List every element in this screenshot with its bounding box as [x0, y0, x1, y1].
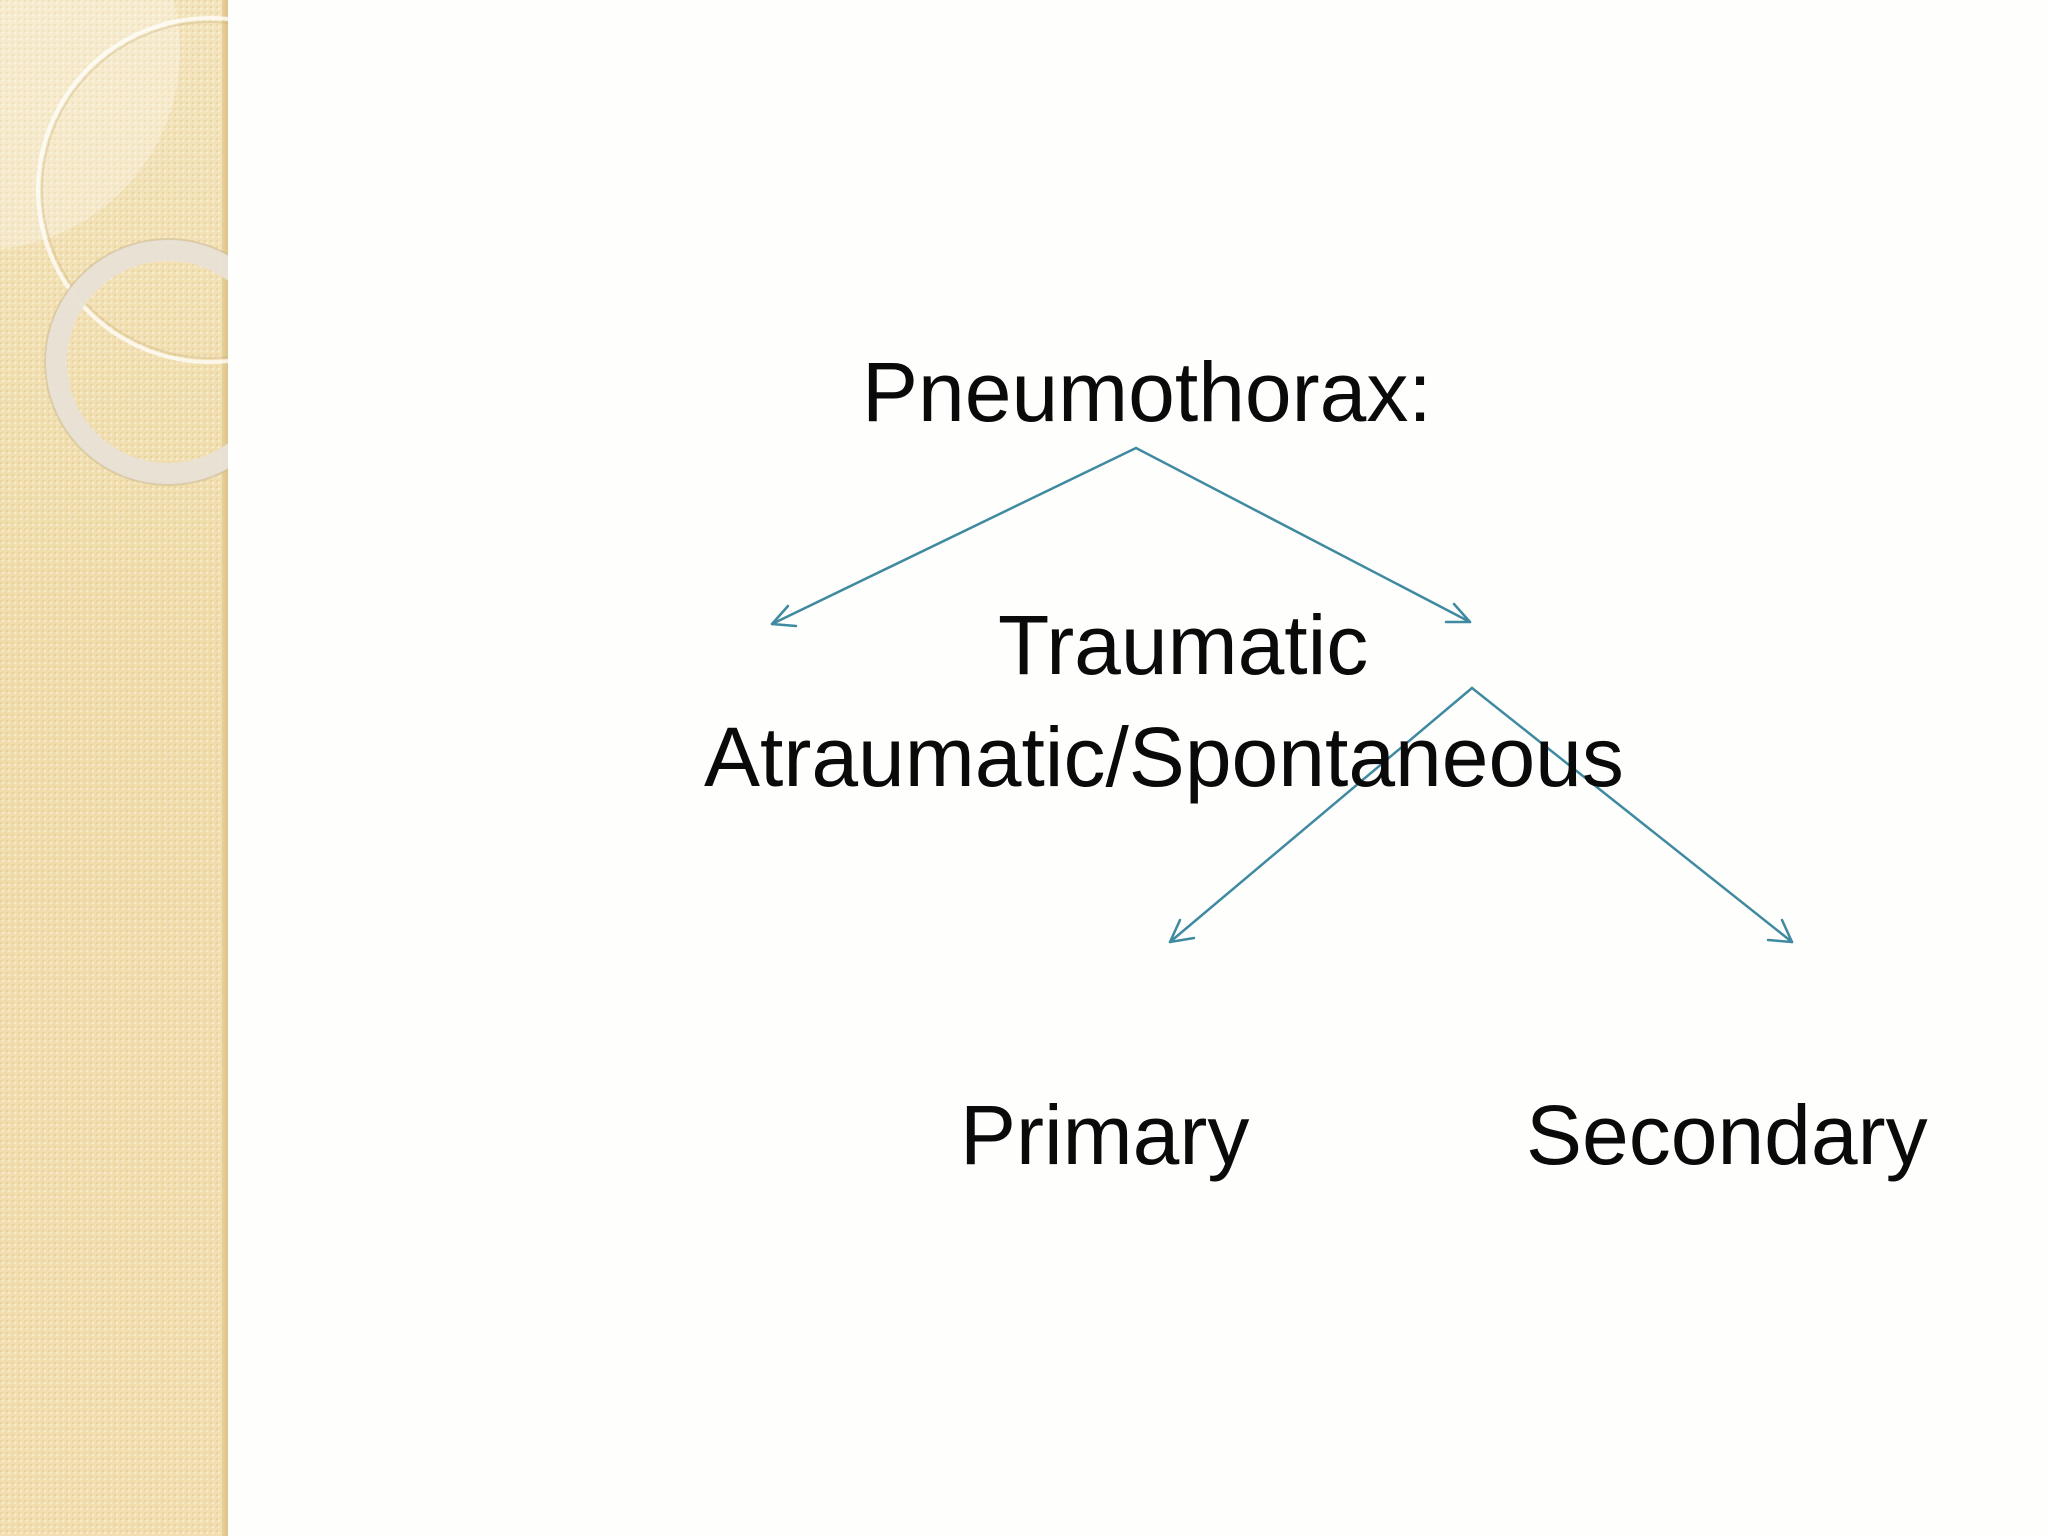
thin-ring-shadow — [41, 21, 228, 359]
arrowhead-primary-icon — [1168, 918, 1196, 944]
node-traumatic: Traumatic — [998, 598, 1369, 692]
arrow-root-to-right — [1134, 446, 1472, 624]
sidebar-edge — [222, 0, 228, 1536]
arrow-to-primary — [1168, 686, 1474, 944]
soft-circle-shape — [0, 0, 180, 249]
arrowhead-secondary-icon — [1766, 918, 1794, 944]
decorative-rings — [0, 0, 228, 486]
arrowhead-left-icon — [770, 604, 798, 628]
arrow-root-to-left — [770, 446, 1138, 626]
node-primary: Primary — [960, 1088, 1250, 1182]
thin-ring-shape — [36, 16, 228, 364]
node-pneumothorax: Pneumothorax: — [862, 345, 1432, 439]
thick-ring-outer-edge — [44, 238, 228, 486]
arrowhead-right-icon — [1444, 602, 1472, 624]
node-secondary: Secondary — [1526, 1088, 1928, 1182]
node-atraumatic-spontaneous: Atraumatic/Spontaneous — [704, 710, 1624, 804]
thick-ring-shape — [45, 239, 228, 485]
arrow-to-secondary — [1470, 686, 1794, 944]
